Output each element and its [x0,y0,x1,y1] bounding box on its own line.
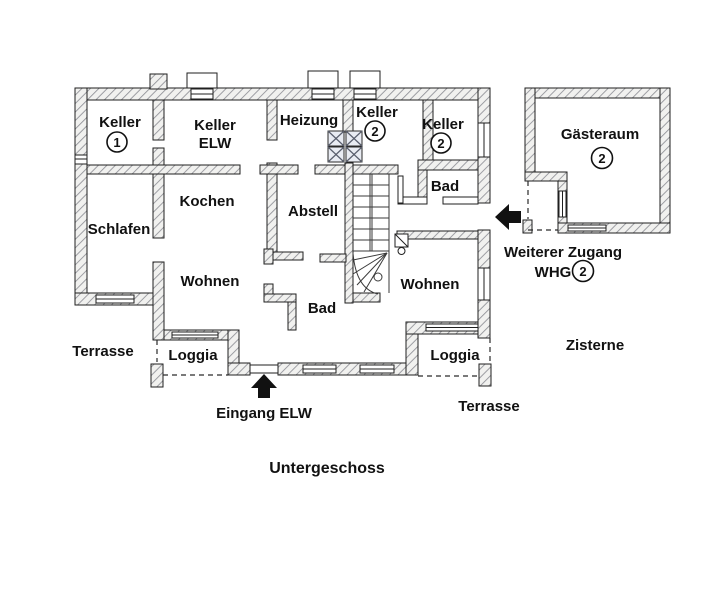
eingang-elw-arrow-up-icon [251,374,277,398]
room-label-loggia-links: Loggia [168,347,218,364]
annotation-terrasse-links: Terrasse [72,343,133,360]
annotation-terrasse-rechts: Terrasse [458,398,519,415]
room-label-keller-2-rechts: Keller [422,116,464,133]
room-number-keller-2-rechts: 2 [437,136,444,151]
room-label-wohnen-links: Wohnen [181,273,240,290]
room-number-circle-keller-1 [106,131,128,153]
windows [74,70,607,374]
chimney-block [327,130,363,163]
room-label-keller-2-mitte: Keller [356,104,398,121]
room-number-gaesteraum: 2 [598,151,605,166]
room-label-abstell: Abstell [288,203,338,220]
annotation-weiterer-zugang: Weiterer Zugang [504,244,622,261]
room-number-keller-2-mitte: 2 [371,124,378,139]
room-number-keller-1: 1 [113,135,120,150]
staircase [352,174,390,295]
room-label-bad-mitte: Bad [308,300,336,317]
open-edge-dashed-lines [156,181,558,377]
annotation-whg-number-circle [571,259,595,283]
annotation-whg: WHG [535,264,572,281]
room-number-circle-gaesteraum [590,146,614,170]
annotation-zisterne: Zisterne [566,337,624,354]
room-label-kochen: Kochen [179,193,234,210]
room-label-bad-oben: Bad [431,178,459,195]
floor-title: Untergeschoss [269,460,385,477]
room-label-loggia-rechts: Loggia [430,347,480,364]
annotation-eingang-elw: Eingang ELW [216,405,313,422]
room-number-circle-keller-2-rechts [430,132,452,154]
room-label-keller-elw-line1: Keller [194,117,236,134]
room-label-keller-1: Keller [99,114,141,131]
room-label-gaesteraum: Gästeraum [561,126,639,143]
annotation-whg-number: 2 [579,264,586,279]
room-number-circle-keller-2-mitte [364,120,386,142]
room-label-keller-elw-line2: ELW [199,135,232,152]
main-building-interior-walls [86,99,479,331]
boiler-fixture [394,233,409,255]
room-label-heizung: Heizung [280,112,338,129]
room-label-wohnen-rechts: Wohnen [401,276,460,293]
weiterer-zugang-arrow-left-icon [495,204,521,230]
room-label-schlafen: Schlafen [88,221,151,238]
